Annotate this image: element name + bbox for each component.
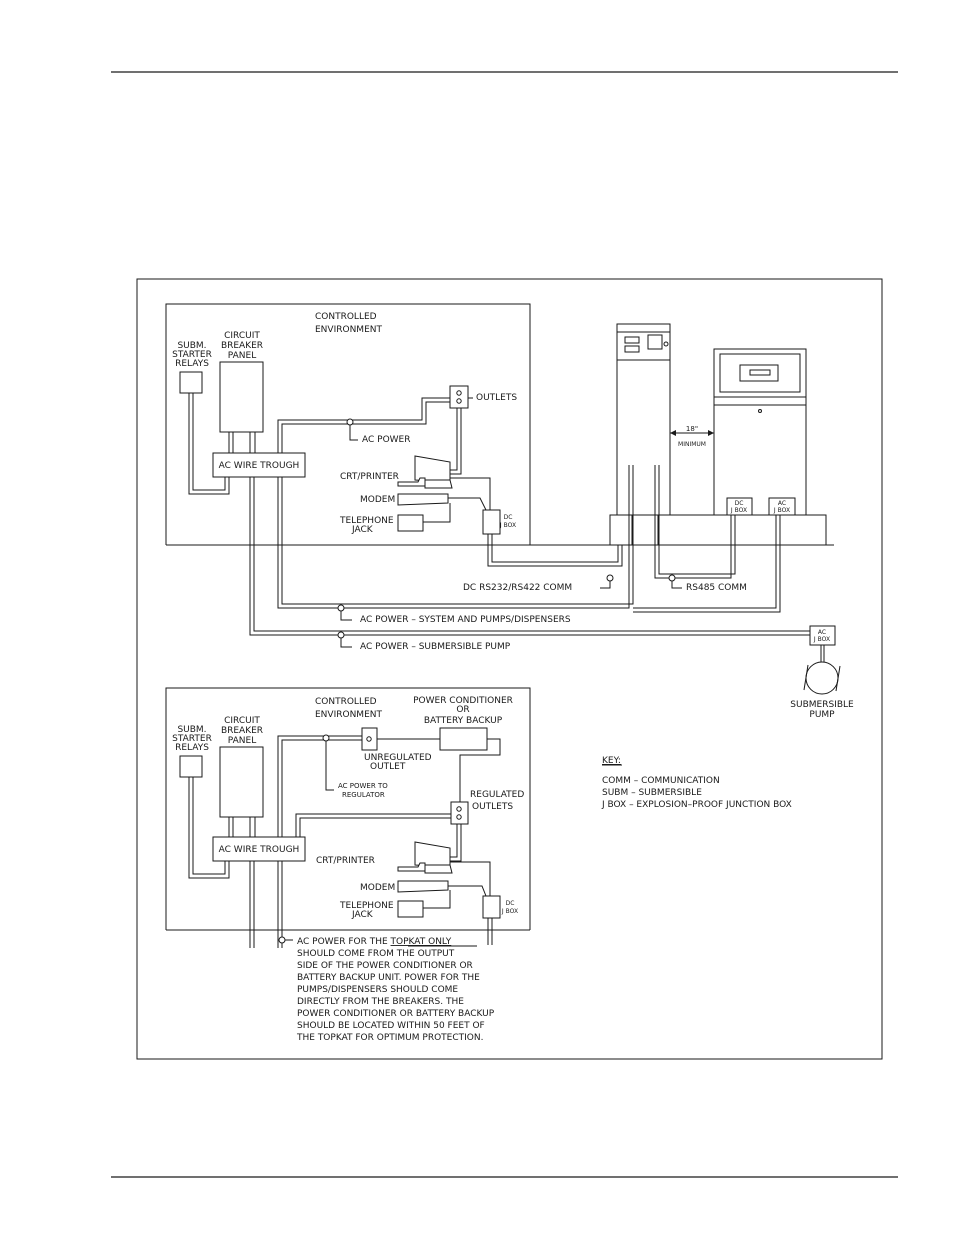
note-line: BATTERY BACKUP UNIT. POWER FOR THE	[297, 973, 480, 983]
bottom-breaker-label2: BREAKER	[221, 726, 263, 736]
top-ac-jbox-pump-label1: AC	[818, 629, 826, 636]
note-line: PUMPS/DISPENSERS SHOULD COME	[297, 985, 458, 995]
top-breaker-panel	[219, 361, 264, 433]
note-line: SHOULD COME FROM THE OUTPUT	[297, 949, 455, 959]
top-dc-comm-label: DC RS232/RS422 COMM	[463, 583, 572, 593]
bottom-subm-starter-box	[179, 755, 203, 778]
bottom-conditioner-label3: BATTERY BACKUP	[424, 716, 503, 726]
top-crt-label: CRT/PRINTER	[340, 472, 399, 482]
bottom-modem-label: MODEM	[360, 883, 395, 893]
bottom-note-line1: AC POWER FOR THE TOPKAT ONLY	[297, 937, 452, 947]
note-line: THE TOPKAT FOR OPTIMUM PROTECTION.	[296, 1033, 483, 1043]
note-line: SHOULD BE LOCATED WITHIN 50 FEET OF	[297, 1021, 485, 1031]
bottom-conditioner-label1: POWER CONDITIONER	[413, 696, 513, 706]
top-ac-jbox-dispenser	[768, 497, 796, 516]
top-modem-label: MODEM	[360, 495, 395, 505]
bottom-ac-to-reg-label2: REGULATOR	[342, 791, 385, 799]
top-ac-jbox-pump	[809, 625, 836, 646]
key-item: COMM – COMMUNICATION	[602, 776, 720, 786]
key-item: J BOX – EXPLOSION–PROOF JUNCTION BOX	[601, 800, 792, 810]
note-line: DIRECTLY FROM THE BREAKERS. THE	[297, 997, 464, 1007]
top-dispenser	[713, 348, 807, 516]
bottom-conditioner-label2: OR	[456, 705, 469, 715]
legend-key: KEY: COMM – COMMUNICATION SUBM – SUBMERS…	[601, 756, 792, 810]
top-controlled-room	[165, 303, 531, 545]
top-outlets-box	[449, 385, 469, 409]
bottom-telephone-jack	[397, 900, 424, 918]
top-dc-jbox-dispenser	[726, 497, 753, 516]
top-dc-jbox-left-label1: DC	[504, 514, 513, 521]
bottom-room-title-line2: ENVIRONMENT	[315, 710, 382, 720]
top-pump-label2: PUMP	[809, 710, 835, 720]
top-ac-jbox-dispenser-label1: AC	[778, 500, 786, 507]
bottom-dc-jbox	[482, 895, 501, 919]
top-ac-power-sub-label: AC POWER – SUBMERSIBLE PUMP	[360, 642, 511, 652]
top-dc-jbox-dispenser-label1: DC	[735, 500, 744, 507]
top-breaker-label1: CIRCUIT	[224, 331, 260, 341]
bottom-power-conditioner	[439, 727, 488, 751]
key-title: KEY:	[602, 756, 621, 766]
top-telephone-label1: TELEPHONE	[339, 516, 394, 526]
bottom-telephone-label2: JACK	[351, 910, 374, 920]
top-ac-power-system-label: AC POWER – SYSTEM AND PUMPS/DISPENSERS	[360, 615, 571, 625]
top-clearance-label: MINIMUM	[678, 441, 706, 448]
bottom-crt-label: CRT/PRINTER	[316, 856, 375, 866]
top-breaker-label2: BREAKER	[221, 341, 263, 351]
top-room-title-line2: ENVIRONMENT	[315, 325, 382, 335]
top-subm-label3: RELAYS	[175, 359, 209, 369]
top-ac-jbox-pump-label2: J BOX	[813, 636, 830, 643]
top-diagram: CONTROLLED ENVIRONMENT SUBM. STARTER REL…	[165, 303, 854, 720]
bottom-note-body: SHOULD COME FROM THE OUTPUT SIDE OF THE …	[296, 949, 495, 1043]
bottom-modem-box	[397, 880, 449, 893]
bottom-regulated-label2: OUTLETS	[472, 802, 513, 812]
bottom-controlled-room	[165, 687, 531, 930]
bottom-breaker-label3: PANEL	[228, 736, 256, 746]
top-rs485-label: RS485 COMM	[686, 583, 747, 593]
top-breaker-label3: PANEL	[228, 351, 256, 361]
top-telephone-jack	[397, 514, 424, 532]
bottom-regulated-label1: REGULATED	[470, 790, 524, 800]
note-line: SIDE OF THE POWER CONDITIONER OR	[297, 961, 473, 971]
bottom-dc-jbox-label1: DC	[506, 900, 515, 907]
note-line: POWER CONDITIONER OR BATTERY BACKUP	[297, 1009, 495, 1019]
bottom-wire-trough-label: AC WIRE TROUGH	[219, 845, 300, 855]
top-room-title-line1: CONTROLLED	[315, 312, 377, 322]
top-subm-label1: SUBM.	[177, 341, 206, 351]
bottom-subm-label1: SUBM.	[177, 725, 206, 735]
bottom-diagram: CONTROLLED ENVIRONMENT SUBM. STARTER REL…	[165, 687, 531, 1043]
top-modem-box	[397, 493, 449, 506]
top-dc-jbox-left-label2: J BOX	[499, 522, 516, 529]
top-subm-label2: STARTER	[172, 350, 212, 360]
bottom-ac-wire-trough	[212, 836, 306, 862]
bottom-breaker-panel	[219, 746, 264, 818]
top-outlets-label: OUTLETS	[476, 393, 517, 403]
bottom-subm-label3: RELAYS	[175, 743, 209, 753]
bottom-unregulated-label1: UNREGULATED	[364, 753, 432, 763]
top-topkat-console	[616, 323, 671, 516]
top-ac-power-label: AC POWER	[362, 435, 411, 445]
top-ac-power-marker	[346, 418, 354, 426]
top-submersible-pump	[805, 661, 839, 695]
top-ac-wire-trough	[212, 452, 306, 478]
top-dc-jbox-dispenser-label2: J BOX	[730, 507, 747, 514]
top-telephone-label2: JACK	[351, 525, 374, 535]
top-dc-jbox-left	[482, 509, 501, 535]
bottom-subm-label2: STARTER	[172, 734, 212, 744]
bottom-regulated-outlets	[450, 801, 469, 825]
top-pump-label1: SUBMERSIBLE	[790, 700, 854, 710]
top-wire-trough-label: AC WIRE TROUGH	[219, 461, 300, 471]
bottom-dc-jbox-label2: J BOX	[501, 908, 518, 915]
bottom-ac-to-reg-label1: AC POWER TO	[338, 782, 388, 790]
top-ac-jbox-dispenser-label2: J BOX	[773, 507, 790, 514]
bottom-telephone-label1: TELEPHONE	[339, 901, 394, 911]
key-item: SUBM – SUBMERSIBLE	[602, 788, 702, 798]
top-subm-starter-box	[179, 371, 203, 394]
bottom-room-title-line1: CONTROLLED	[315, 697, 377, 707]
bottom-unregulated-label2: OUTLET	[370, 762, 406, 772]
bottom-breaker-label1: CIRCUIT	[224, 716, 260, 726]
bottom-unregulated-outlet	[361, 727, 378, 751]
top-island-base	[609, 514, 827, 546]
top-clearance-value: 18"	[686, 425, 698, 433]
